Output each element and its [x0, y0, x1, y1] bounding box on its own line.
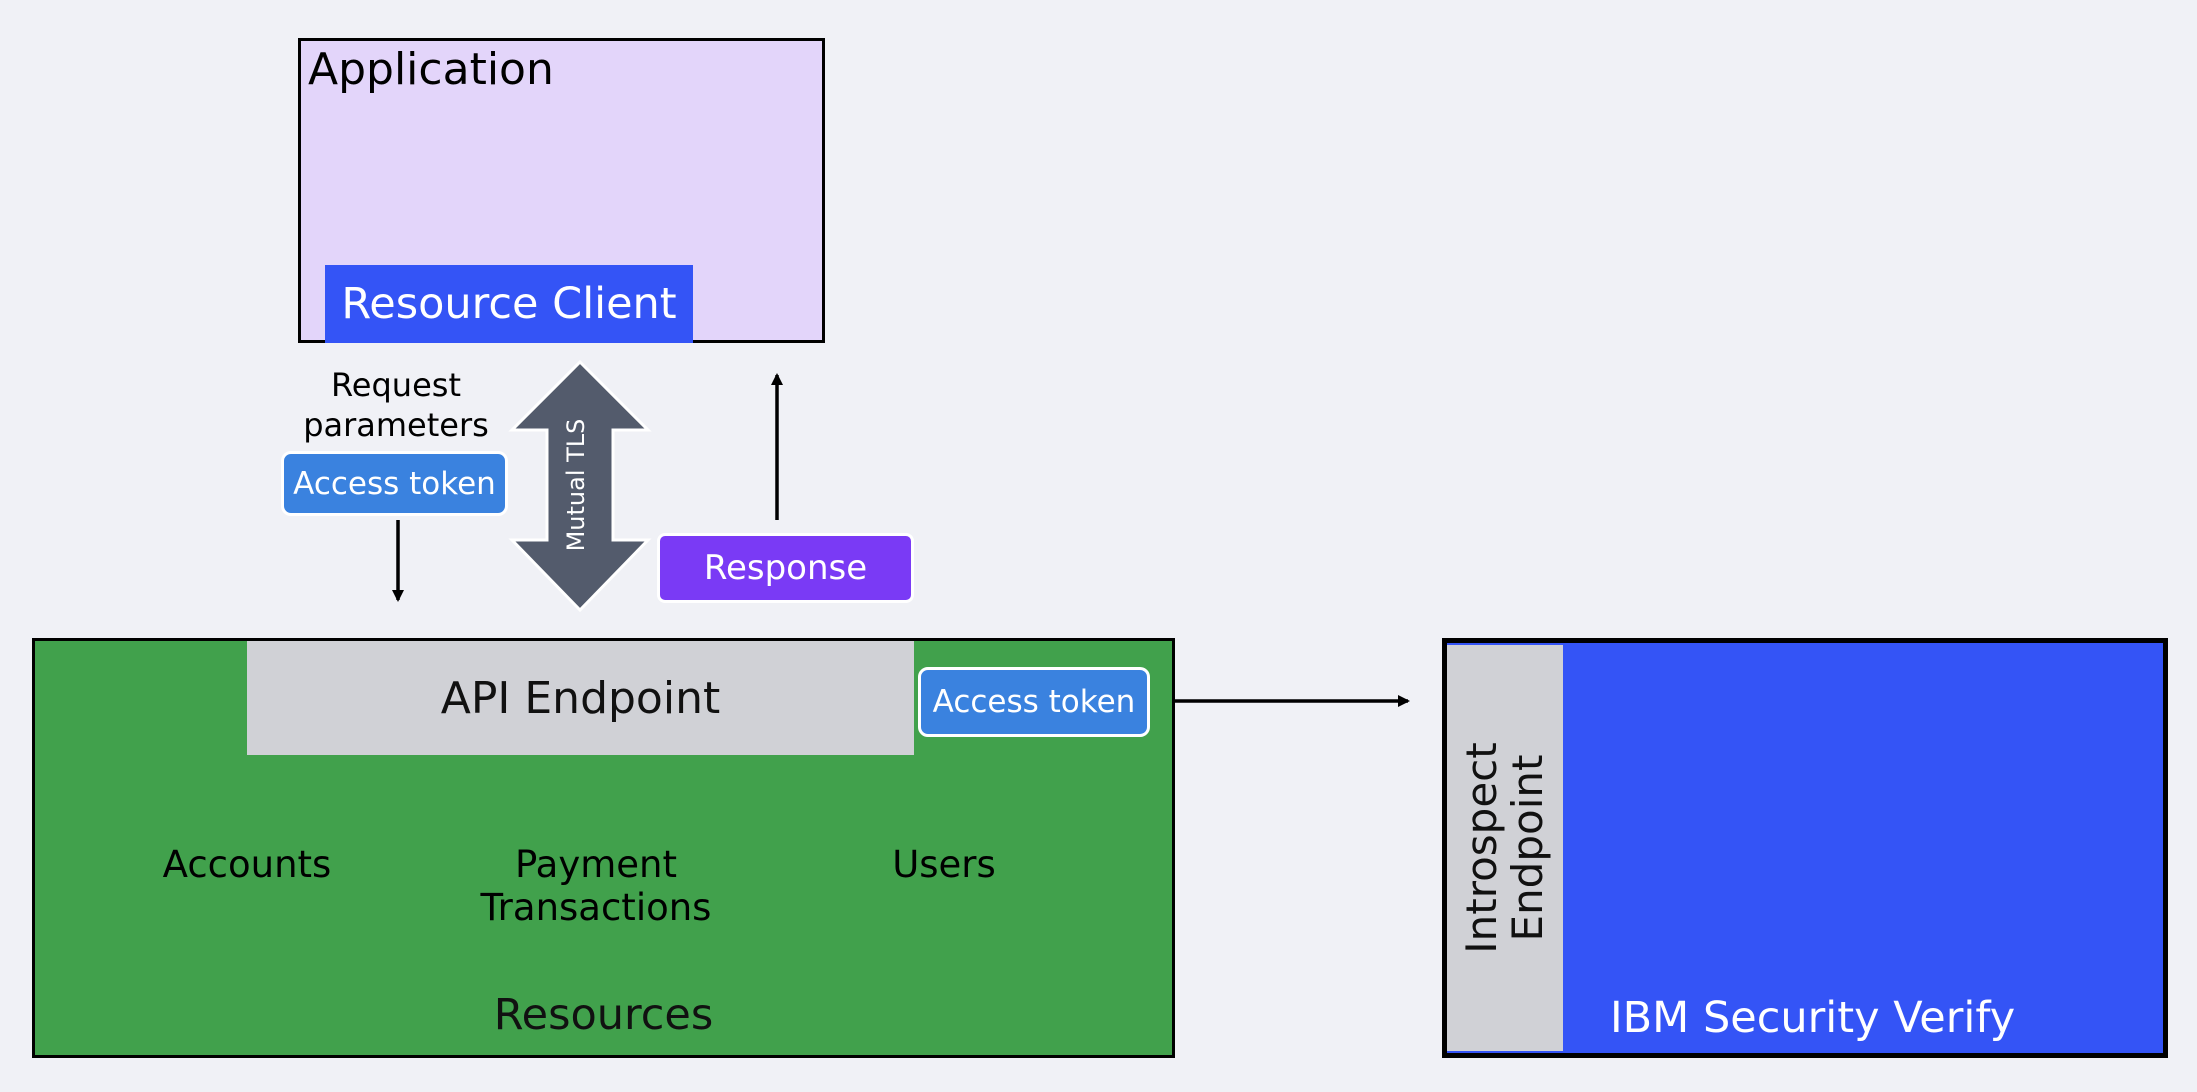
request-access-token-badge: Access token — [281, 451, 508, 516]
database-payments-line2: Transactions — [480, 886, 712, 929]
introspect-endpoint-panel — [1447, 645, 1563, 1051]
request-parameters-line2: parameters — [303, 406, 489, 444]
ibm-security-verify-label: IBM Security Verify — [1610, 993, 2016, 1043]
database-users-line1: Users — [892, 843, 996, 886]
introspect-endpoint-line1: Introspect — [1457, 742, 1506, 954]
database-accounts-label: Accounts — [97, 843, 397, 886]
database-accounts-line1: Accounts — [162, 843, 332, 886]
mutual-tls-double-arrow — [508, 359, 652, 613]
database-users-label: Users — [794, 843, 1094, 886]
introspect-endpoint-line2: Endpoint — [1503, 754, 1552, 942]
resources-label: Resources — [493, 990, 714, 1040]
request-parameters-line1: Request — [331, 366, 461, 404]
ibm-security-verify-box — [1442, 638, 2168, 1058]
introspect-endpoint-label: Introspect Endpoint — [1457, 742, 1552, 954]
request-parameters-label: Request parameters — [276, 365, 516, 445]
api-endpoint-box: API Endpoint — [247, 641, 914, 755]
response-badge: Response — [657, 533, 914, 603]
database-payments-label: Payment Transactions — [446, 843, 746, 929]
mutual-tls-label: Mutual TLS — [562, 418, 590, 552]
resource-client-box: Resource Client — [325, 265, 693, 343]
database-payments-line1: Payment — [515, 843, 677, 886]
application-title: Application — [308, 44, 554, 95]
endpoint-access-token-badge: Access token — [918, 667, 1150, 737]
